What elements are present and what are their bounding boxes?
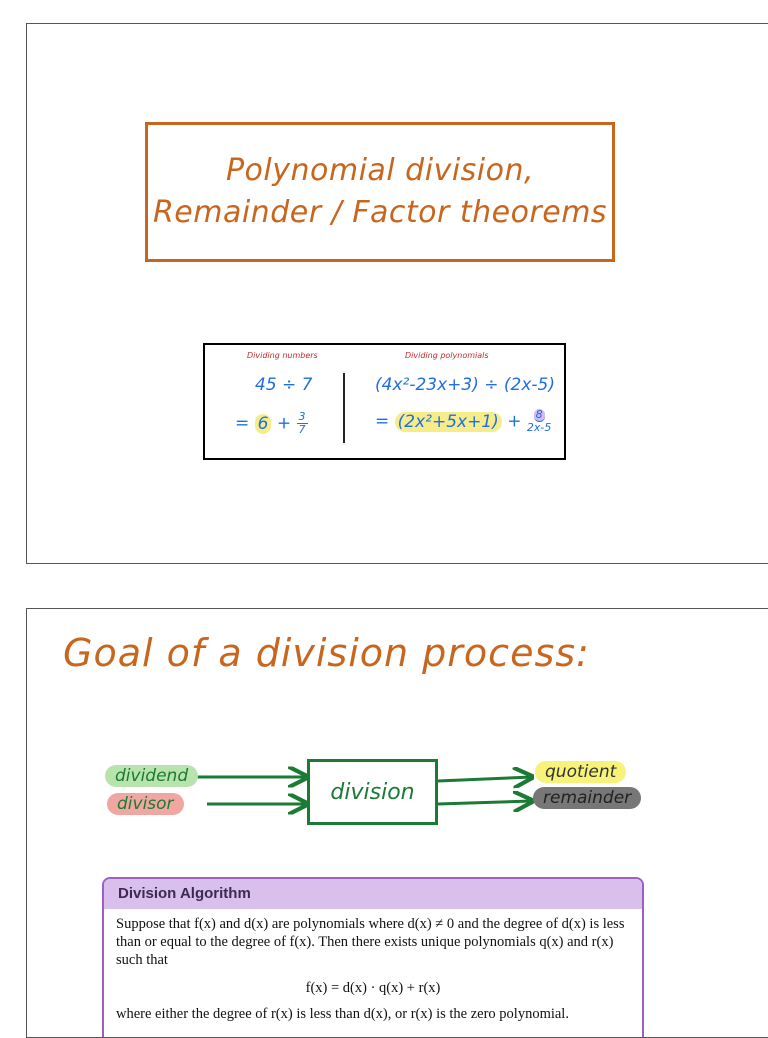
- number-remainder-fraction: 3 7: [296, 410, 308, 436]
- dividing-polynomials-label: Dividing polynomials: [405, 351, 489, 360]
- number-problem: 45 ÷ 7: [255, 375, 313, 395]
- title-line-1: Polynomial division,: [225, 153, 535, 188]
- fraction-denominator: 7: [298, 423, 306, 436]
- plus-sign: +: [276, 413, 292, 434]
- title-line-2: Remainder / Factor theorems: [152, 195, 608, 230]
- slide-1: Polynomial division, Remainder / Factor …: [26, 23, 768, 564]
- polynomial-problem: (4x²-23x+3) ÷ (2x-5): [375, 375, 555, 395]
- slide-title: Goal of a division process:: [63, 631, 590, 675]
- remainder-tag: remainder: [533, 787, 642, 809]
- fraction-numerator: 3: [296, 410, 308, 424]
- polynomial-result: = (2x²+5x+1) + 8 2x-5: [375, 409, 551, 434]
- title-box: Polynomial division, Remainder / Factor …: [145, 122, 615, 262]
- algorithm-equation: f(x) = d(x) · q(x) + r(x): [305, 980, 441, 996]
- algorithm-paragraph: Suppose that f(x) and d(x) are polynomia…: [116, 916, 625, 968]
- algorithm-body: Suppose that f(x) and d(x) are polynomia…: [104, 909, 642, 1023]
- plus-sign: +: [507, 411, 522, 432]
- dividing-numbers-label: Dividing numbers: [247, 351, 318, 360]
- polynomial-remainder-fraction: 8 2x-5: [527, 409, 551, 434]
- remainder-arrow: [437, 801, 532, 804]
- algorithm-heading: Division Algorithm: [104, 879, 642, 909]
- quotient-tag: quotient: [535, 761, 627, 783]
- polynomial-quotient: (2x²+5x+1): [394, 411, 502, 432]
- division-algorithm-box: Division Algorithm Suppose that f(x) and…: [102, 877, 644, 1037]
- divisor-tag: divisor: [107, 793, 184, 815]
- number-result: = 6 + 3 7: [235, 411, 308, 436]
- vertical-divider: [343, 373, 345, 443]
- flow-diagram: [197, 609, 768, 869]
- quotient-arrow: [437, 777, 532, 781]
- comparison-box: Dividing numbers Dividing polynomials 45…: [203, 343, 566, 460]
- algorithm-footer: where either the degree of r(x) is less …: [116, 1006, 569, 1022]
- dividend-tag: dividend: [105, 765, 199, 787]
- division-box: division: [307, 759, 438, 825]
- fraction-numerator: 8: [533, 408, 545, 422]
- slide-2: Goal of a division process: dividend div…: [26, 608, 768, 1038]
- equals-sign: =: [375, 411, 390, 432]
- equals-sign: =: [235, 413, 250, 434]
- number-quotient: 6: [254, 413, 272, 434]
- fraction-denominator: 2x-5: [526, 421, 552, 434]
